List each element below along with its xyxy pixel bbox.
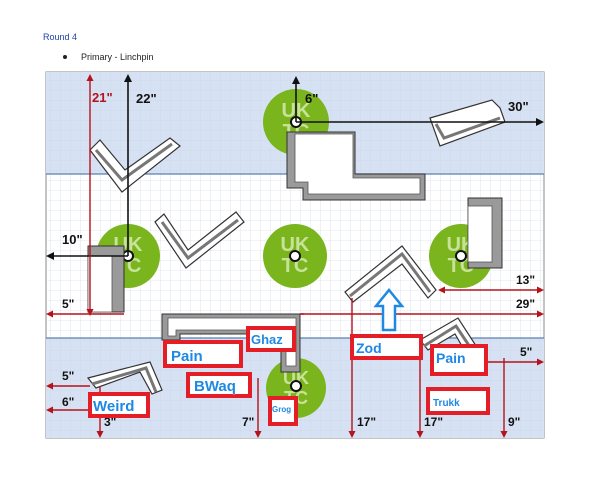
move-arrow-icon [373,288,405,332]
dimension-label: 9" [508,415,520,429]
dimension-label: 30" [508,99,529,114]
terrain-wall [89,137,181,193]
dimension-label: 3" [104,415,116,429]
unit-label[interactable]: Grog [268,396,298,426]
dimension-label: 17" [424,415,443,429]
dimension-label: 5" [520,345,532,359]
terrain-wall [429,99,506,147]
dimension-label: 10" [62,232,83,247]
svg-text:BWaq: BWaq [194,378,236,395]
bullet-list-item: Primary - Linchpin [63,52,154,62]
bullet-text: Primary - Linchpin [81,52,154,62]
terrain-wall [344,245,437,303]
unit-label[interactable]: BWaq [186,372,252,398]
unit-label[interactable]: Trukk [426,387,490,415]
dimension-label: 13" [516,273,535,287]
dimension-label: 5" [62,297,74,311]
terrain-ruin [286,131,426,201]
dimension-label: 6" [62,395,74,409]
dimension-label: 29" [516,297,535,311]
unit-label[interactable]: Weird [88,392,150,418]
svg-text:Pain: Pain [171,348,203,365]
svg-text:TC: TC [282,255,309,277]
terrain-ruin [87,245,125,313]
bullet-icon [63,55,67,59]
svg-text:Ghaz: Ghaz [251,332,283,347]
dimension-label: 21" [92,90,113,105]
svg-text:Zod: Zod [356,340,382,356]
unit-label[interactable]: Zod [350,334,423,360]
svg-text:Grog: Grog [272,405,291,414]
unit-label[interactable]: Pain [163,340,243,368]
unit-label[interactable]: Pain [430,344,488,376]
dimension-label: 22" [136,91,157,106]
dimension-label: 6" [305,91,318,106]
round-title: Round 4 [43,32,78,42]
terrain-ruin [467,197,503,269]
svg-text:UK: UK [283,368,309,388]
svg-text:Pain: Pain [436,350,466,366]
dimension-label: 17" [357,415,376,429]
svg-text:Trukk: Trukk [433,398,460,409]
svg-text:Weird: Weird [93,398,134,415]
unit-label[interactable]: Ghaz [246,326,296,352]
dimension-label: 5" [62,369,74,383]
svg-text:UK: UK [281,234,310,256]
objective-marker: UK TC [263,224,327,288]
terrain-wall [86,361,163,395]
dimension-label: 7" [242,415,254,429]
terrain-wall [154,211,245,269]
measurement-arrow [46,74,544,260]
